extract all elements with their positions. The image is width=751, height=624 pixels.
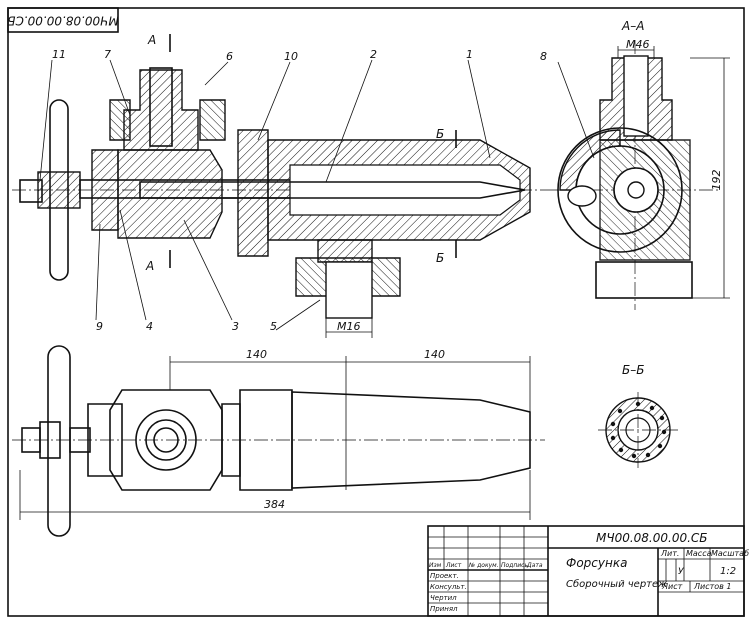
title-header-lit: Лит.: [660, 549, 679, 558]
title-header-mass: Масса: [686, 549, 712, 558]
section-b-b-title: Б–Б: [622, 363, 644, 377]
overall-length-dimension: 384: [264, 498, 285, 511]
title-header-izm: Изм: [429, 562, 442, 569]
title-part-name: Форсунка: [566, 556, 627, 570]
thread-dimension-m46: М46: [626, 38, 650, 51]
length-dimension-right: 140: [424, 348, 445, 361]
title-header-date: Дата: [526, 562, 543, 569]
title-role-project: Проект.: [430, 572, 459, 580]
part-number-5: 5: [270, 320, 277, 333]
height-dimension-192: 192: [710, 170, 723, 191]
title-header-list: Лист: [445, 562, 462, 569]
section-b-b-view: [598, 392, 678, 468]
title-document-type: Сборочный чертеж: [566, 578, 667, 590]
title-scale-value: 1:2: [720, 566, 736, 577]
title-block: [427, 525, 745, 617]
part-number-1: 1: [466, 48, 473, 61]
title-header-doc-no: № докум.: [468, 562, 499, 569]
rotated-code-text: МЧ00.08.00.00.СБ: [7, 14, 119, 28]
part-number-6: 6: [226, 50, 233, 63]
title-header-scale: Масштаб: [711, 549, 749, 558]
section-a-a-title: А–А: [621, 19, 644, 33]
title-role-consult: Консульт.: [430, 583, 467, 591]
title-role-drew: Чертил: [430, 594, 457, 602]
part-number-3: 3: [232, 320, 239, 333]
thread-dimension-m16: М16: [337, 320, 361, 333]
cut-label-b-bottom: Б: [436, 251, 444, 265]
title-stage-letter: У: [678, 567, 684, 577]
cut-label-b-top: Б: [436, 127, 444, 141]
part-number-11: 11: [52, 48, 66, 61]
cut-label-a-bottom: А: [145, 259, 154, 273]
part-leaders: [39, 59, 595, 331]
part-number-7: 7: [104, 48, 111, 61]
part-number-2: 2: [370, 48, 377, 61]
section-a-a-view: [545, 40, 730, 310]
rotated-code-box: МЧ00.08.00.00.СБ: [7, 7, 119, 33]
sheet-frame: [7, 7, 745, 617]
title-sheets-label: Листов 1: [693, 582, 732, 591]
plan-view: [12, 345, 545, 537]
part-number-4: 4: [146, 320, 153, 333]
cut-label-a-top: А: [147, 33, 156, 47]
part-number-9: 9: [96, 320, 103, 333]
main-section-view: [12, 34, 545, 319]
part-number-10: 10: [284, 50, 298, 63]
length-dimension-left: 140: [246, 348, 267, 361]
part-number-8: 8: [540, 50, 547, 63]
title-header-signature: Подпись: [501, 562, 528, 569]
title-code: МЧ00.08.00.00.СБ: [596, 531, 708, 545]
title-role-accepted: Принял: [430, 605, 458, 613]
title-sheet-label: Лист: [661, 582, 683, 591]
